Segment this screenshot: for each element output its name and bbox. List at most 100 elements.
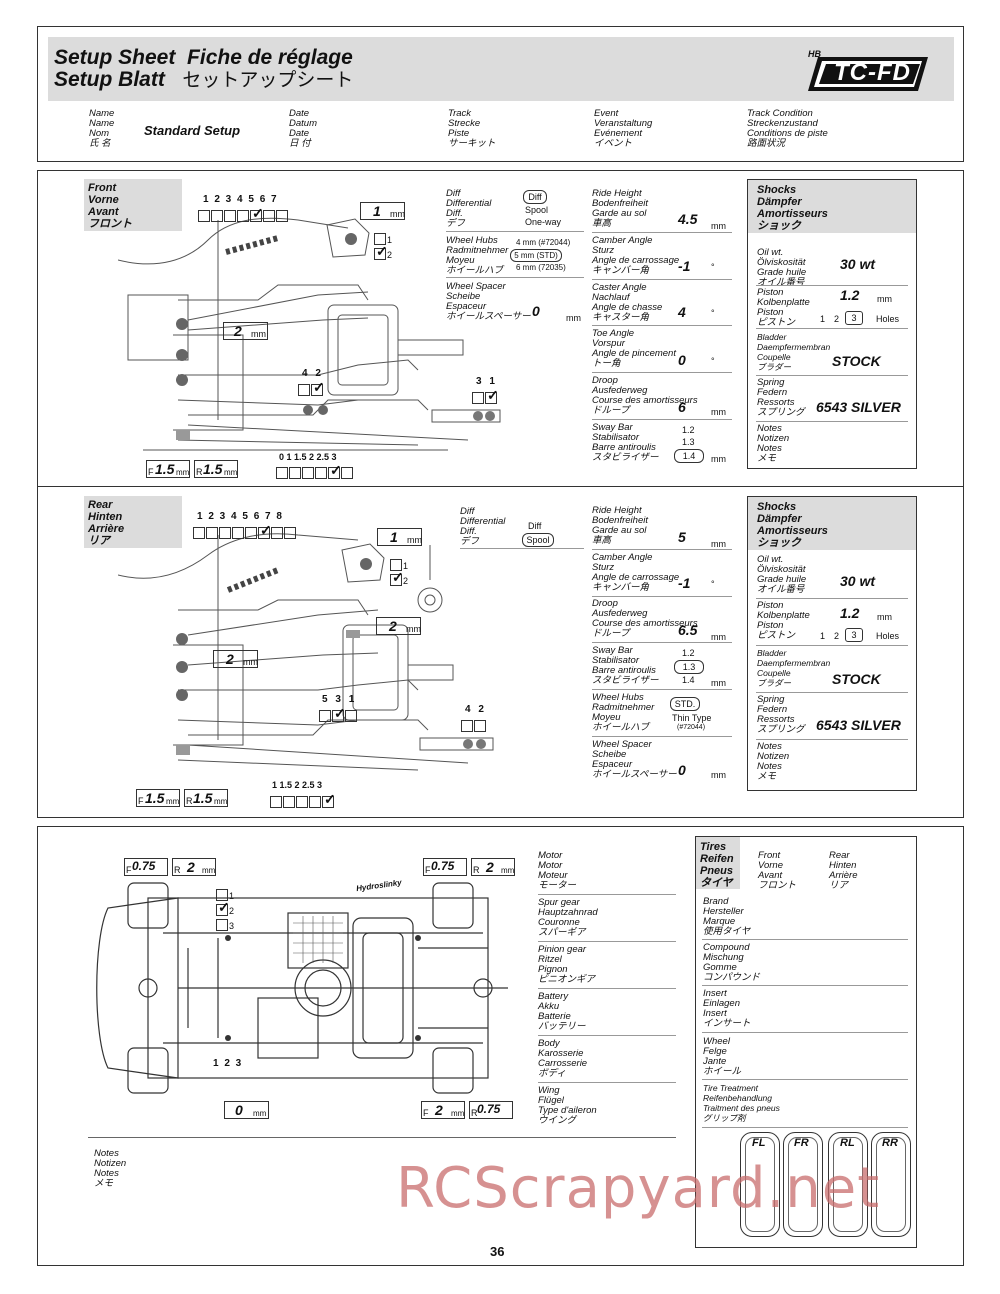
rear-sway-1-3[interactable]: 1.3 bbox=[674, 660, 704, 674]
rear-ride-height-value[interactable]: 5 bbox=[678, 529, 686, 545]
rear-wheel-hub-std[interactable]: STD. bbox=[670, 697, 700, 711]
rear-arm-cb-4[interactable] bbox=[232, 526, 244, 539]
rear-upper-spacer-box[interactable]: 2 mm bbox=[376, 617, 421, 635]
rear-piston-hole-1[interactable]: 1 bbox=[820, 631, 826, 641]
rear-diff-option-spool[interactable]: Spool bbox=[522, 533, 554, 547]
rear-piston-hole-2[interactable]: 2 bbox=[834, 631, 840, 641]
front-sway-1-4[interactable]: 1.4 bbox=[674, 449, 704, 463]
front-diff-option-diff[interactable]: Diff bbox=[523, 190, 547, 204]
rear-arm-cb-1[interactable] bbox=[193, 526, 205, 539]
front-camber-value[interactable]: -1 bbox=[678, 258, 691, 274]
front-arm-cb-7[interactable] bbox=[276, 209, 288, 222]
rear-arm-cb-2[interactable] bbox=[206, 526, 218, 539]
front-arm-cb-2[interactable] bbox=[211, 209, 223, 222]
rear-shim-cb-3[interactable]: ✓ bbox=[322, 792, 336, 808]
front-oil-value[interactable]: 30 wt bbox=[840, 256, 876, 272]
front-arm-cb-5[interactable]: ✓ bbox=[250, 206, 264, 222]
rear-hub-cb-1[interactable] bbox=[390, 558, 402, 571]
front-outer-cb-1[interactable]: ✓ bbox=[485, 388, 499, 404]
rear-piston-value[interactable]: 1.2 bbox=[840, 605, 860, 621]
front-ride-height-value[interactable]: 4.5 bbox=[678, 211, 698, 227]
rear-shim-cb-1[interactable] bbox=[270, 795, 282, 808]
rear-shim-cb-2[interactable] bbox=[296, 795, 308, 808]
front-toe-value[interactable]: 0 bbox=[678, 352, 686, 368]
rear-arm-cb-6[interactable]: ✓ bbox=[258, 523, 272, 539]
rear-outer-cb-2[interactable] bbox=[474, 719, 486, 732]
rear-arm-cb-3[interactable] bbox=[219, 526, 231, 539]
front-piston-hole-1[interactable]: 1 bbox=[820, 314, 826, 324]
rear-inner-cb-3[interactable]: ✓ bbox=[332, 706, 346, 722]
rear-sway-1-4[interactable]: 1.4 bbox=[682, 675, 695, 685]
rear-inner-cb-1[interactable] bbox=[345, 709, 357, 722]
front-droop-value[interactable]: 6 bbox=[678, 399, 686, 415]
front-hub-cb-1[interactable] bbox=[374, 232, 386, 245]
rear-wheel-hub-thin[interactable]: Thin Type bbox=[672, 713, 712, 723]
rear-oil-value[interactable]: 30 wt bbox=[840, 573, 876, 589]
front-sway-1-3[interactable]: 1.3 bbox=[682, 437, 695, 447]
front-wheel-spacer-value[interactable]: 0 bbox=[532, 303, 540, 319]
front-wheel-hub-6mm[interactable]: 6 mm (72035) bbox=[516, 263, 566, 272]
front-shim-cb-1-5[interactable] bbox=[302, 466, 314, 479]
rear-inner-cb-5[interactable] bbox=[319, 709, 331, 722]
front-arm-cb-1[interactable] bbox=[198, 209, 210, 222]
rear-spring-value[interactable]: 6543 SILVER bbox=[816, 717, 901, 733]
rear-arm-cb-7[interactable] bbox=[271, 526, 283, 539]
rear-diff-option-diff[interactable]: Diff bbox=[528, 521, 542, 531]
rear-shim-cb-1-5[interactable] bbox=[283, 795, 295, 808]
rear-hub-cb-2[interactable]: ✓ bbox=[390, 570, 404, 586]
front-hub-cb-2[interactable]: ✓ bbox=[374, 244, 388, 260]
front-shim-cb-2-5[interactable]: ✓ bbox=[328, 463, 342, 479]
front-inner-cb-2[interactable]: ✓ bbox=[311, 380, 325, 396]
tire-fr[interactable]: FR bbox=[783, 1132, 823, 1237]
front-bladder-value[interactable]: STOCK bbox=[832, 353, 881, 369]
front-arm-cb-6[interactable] bbox=[263, 209, 275, 222]
front-shim-cb-1[interactable] bbox=[289, 466, 301, 479]
rear-droop-value[interactable]: 6.5 bbox=[678, 622, 698, 638]
front-spring-value[interactable]: 6543 SILVER bbox=[816, 399, 901, 415]
front-piston-hole-2[interactable]: 2 bbox=[834, 314, 840, 324]
front-shim-cb-2[interactable] bbox=[315, 466, 327, 479]
rear-piston-hole-3[interactable]: 3 bbox=[845, 628, 863, 642]
rear-outer-cb-4[interactable] bbox=[461, 719, 473, 732]
front-wheel-hub-4mm[interactable]: 4 mm (#72044) bbox=[516, 238, 571, 247]
front-diff-option-spool[interactable]: Spool bbox=[525, 205, 549, 215]
rear-top-spacer-box[interactable]: 1 mm bbox=[377, 528, 422, 546]
tire-rr[interactable]: RR bbox=[871, 1132, 911, 1237]
front-shim-cb-0[interactable] bbox=[276, 466, 288, 479]
front-wheel-hub-5mm[interactable]: 5 mm (STD) bbox=[510, 249, 562, 262]
rear-bladder-value[interactable]: STOCK bbox=[832, 671, 881, 687]
front-shim-cb-3[interactable] bbox=[341, 466, 353, 479]
tire-rl[interactable]: RL bbox=[828, 1132, 868, 1237]
front-inner-cb-4[interactable] bbox=[298, 383, 310, 396]
front-piston-value[interactable]: 1.2 bbox=[840, 287, 860, 303]
front-caster-value[interactable]: 4 bbox=[678, 304, 686, 320]
front-sway-1-2[interactable]: 1.2 bbox=[682, 425, 695, 435]
rear-shim-cb-2-5[interactable] bbox=[309, 795, 321, 808]
bump-cb-3[interactable] bbox=[216, 918, 228, 931]
rear-sway-1-2[interactable]: 1.2 bbox=[682, 648, 695, 658]
front-piston-hole-3[interactable]: 3 bbox=[845, 311, 863, 325]
front-outer-cb-3[interactable] bbox=[472, 391, 484, 404]
rear-arm-cb-8[interactable] bbox=[284, 526, 296, 539]
bump-cb-2[interactable]: ✓ bbox=[216, 900, 230, 916]
rear-camber-value[interactable]: -1 bbox=[678, 575, 691, 591]
tire-fl[interactable]: FL bbox=[740, 1132, 780, 1237]
rear-arm-cb-5[interactable] bbox=[245, 526, 257, 539]
rear-wheel-spacer-value[interactable]: 0 bbox=[678, 762, 686, 778]
front-diff-option-oneway[interactable]: One-way bbox=[525, 217, 562, 227]
front-arm-cb-4[interactable] bbox=[237, 209, 249, 222]
rear-lower-spacer-box[interactable]: 2 mm bbox=[213, 650, 258, 668]
front-lower-spacer-box[interactable]: 2 mm bbox=[223, 322, 268, 340]
front-top-spacer-box[interactable]: 1 mm bbox=[360, 202, 405, 220]
bump-cb-1[interactable] bbox=[216, 888, 228, 901]
